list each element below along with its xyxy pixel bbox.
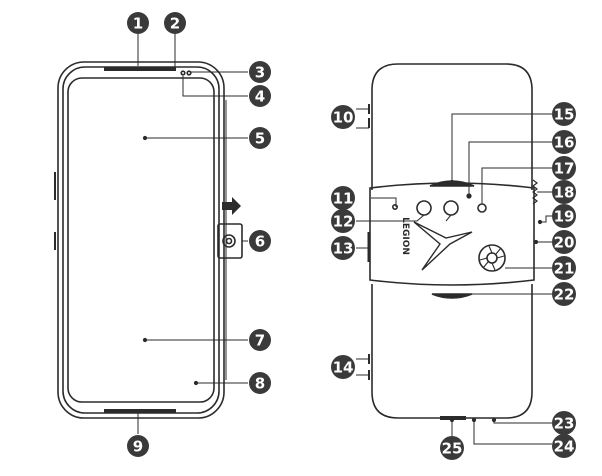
front-body-outer	[57, 61, 225, 419]
callout-25: 25	[440, 436, 464, 460]
rear-camera-1	[416, 200, 432, 216]
callout-9: 9	[127, 435, 149, 457]
callout-16: 16	[552, 130, 576, 154]
rear-camera-2	[443, 200, 459, 216]
svg-text:4: 4	[255, 88, 265, 106]
svg-text:15: 15	[554, 106, 575, 124]
popup-camera-lens-inner	[225, 237, 233, 245]
callout-5: 5	[249, 127, 271, 149]
right-arrow-icon	[222, 197, 241, 215]
front-screen	[67, 77, 215, 403]
cooling-fan-icon	[478, 244, 506, 272]
back-view	[367, 63, 538, 420]
callout-19: 19	[552, 204, 576, 228]
callout-23: 23	[552, 411, 576, 435]
svg-text:25: 25	[442, 440, 463, 458]
back-center-strip	[369, 182, 535, 286]
svg-text:16: 16	[554, 134, 575, 152]
svg-text:24: 24	[554, 438, 575, 456]
back-bottom-panel	[371, 284, 533, 419]
callout-11: 11	[331, 186, 355, 210]
callout-1: 1	[127, 12, 149, 34]
legion-y-logo	[413, 221, 473, 271]
callout-4: 4	[249, 85, 271, 107]
callout-12: 12	[331, 209, 355, 233]
svg-text:2: 2	[170, 15, 180, 33]
rear-flash	[477, 203, 487, 213]
svg-text:1: 1	[133, 15, 143, 33]
svg-text:3: 3	[255, 64, 265, 82]
svg-text:9: 9	[133, 438, 143, 456]
front-body-inner	[62, 66, 220, 414]
svg-text:14: 14	[333, 359, 354, 377]
popup-camera-lens	[222, 234, 236, 248]
rear-sensor-dot	[391, 204, 398, 211]
svg-text:6: 6	[255, 233, 265, 251]
callout-13: 13	[331, 236, 355, 260]
callout-3: 3	[249, 61, 271, 83]
front-leaders	[137, 34, 248, 434]
svg-text:8: 8	[255, 375, 265, 393]
callout-7: 7	[249, 329, 271, 351]
callout-17: 17	[552, 156, 576, 180]
sensor-dot-right	[186, 70, 192, 76]
svg-text:17: 17	[554, 160, 575, 178]
svg-text:18: 18	[554, 184, 575, 202]
cooling-fan-hub	[486, 252, 498, 264]
svg-text:21: 21	[554, 260, 575, 278]
svg-text:7: 7	[255, 332, 265, 350]
svg-text:11: 11	[333, 190, 354, 208]
svg-text:22: 22	[554, 286, 575, 304]
svg-text:19: 19	[554, 208, 575, 226]
callout-6: 6	[249, 230, 271, 252]
popup-camera-module	[217, 223, 243, 259]
svg-text:10: 10	[333, 109, 354, 127]
callout-24: 24	[552, 434, 576, 458]
back-top-panel	[371, 63, 533, 190]
fan-blades	[479, 245, 505, 271]
bottom-panel-vent	[431, 293, 473, 299]
side-port-ridges	[532, 179, 538, 205]
svg-text:12: 12	[333, 213, 354, 231]
callout-21: 21	[552, 256, 576, 280]
back-leaders	[356, 108, 552, 445]
callout-22: 22	[552, 282, 576, 306]
callout-14: 14	[331, 355, 355, 379]
sensor-dot-left	[180, 70, 186, 76]
front-view	[54, 61, 243, 419]
brand-text: LEGION	[400, 217, 410, 255]
svg-text:5: 5	[255, 130, 265, 148]
svg-text:20: 20	[554, 234, 575, 252]
callout-10: 10	[331, 105, 355, 129]
callout-2: 2	[164, 12, 186, 34]
svg-text:13: 13	[333, 240, 354, 258]
callouts: 1 2 3 4 5 6 7 8 9 10 11 12 13 14 15 16 1…	[127, 12, 576, 460]
callout-8: 8	[249, 372, 271, 394]
callout-20: 20	[552, 230, 576, 254]
callout-18: 18	[552, 180, 576, 204]
svg-text:23: 23	[554, 415, 575, 433]
callout-15: 15	[552, 102, 576, 126]
